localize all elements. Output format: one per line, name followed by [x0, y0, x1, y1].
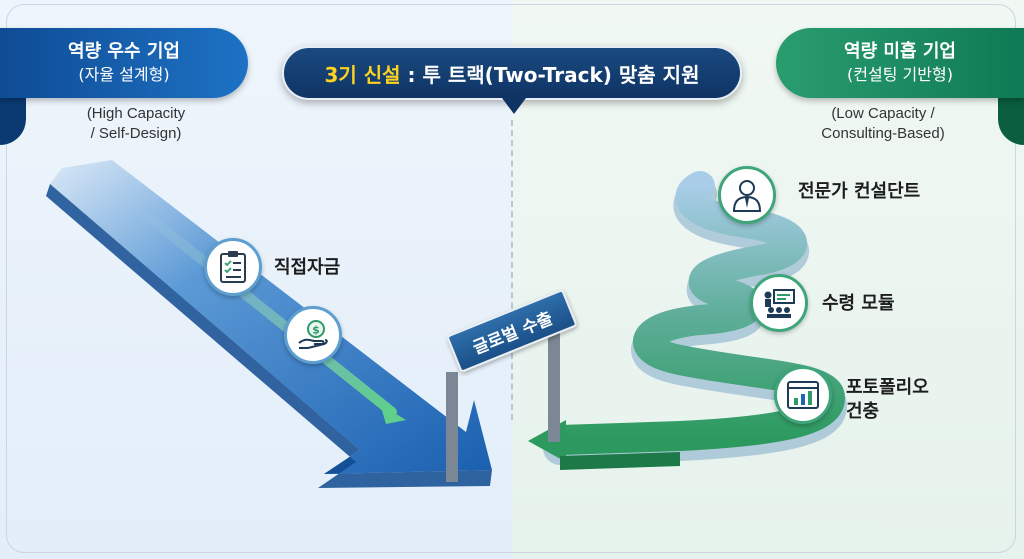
- money-hand-icon: $: [284, 306, 342, 364]
- portfolio-build-label: 포토폴리오 건충: [846, 376, 929, 424]
- low-capacity-tab: 역량 미흡 기업 (컨설팅 기반형): [776, 28, 1024, 98]
- portfolio-build-line1: 포토폴리오: [846, 377, 929, 398]
- direct-fund-label: 직접자금: [274, 257, 341, 278]
- portfolio-build-line2: 건충: [846, 401, 880, 422]
- banner-pointer: [502, 98, 526, 114]
- center-divider: [511, 120, 513, 420]
- left-english-line2: / Self-Design): [90, 125, 182, 142]
- right-english-caption: (Low Capacity / Consulting-Based): [808, 104, 958, 144]
- right-english-line1: (Low Capacity /: [831, 105, 935, 122]
- checklist-clipboard-icon: [204, 238, 262, 296]
- training-module-label: 수령 모듈: [822, 293, 895, 314]
- left-english-line1: (High Capacity: [86, 105, 186, 122]
- sign-posts: [446, 330, 560, 482]
- presentation-group-icon: [750, 274, 808, 332]
- right-title: 역량 미흡 기업: [844, 41, 956, 62]
- blue-direct-arrow: [46, 160, 492, 488]
- expert-consultant-label: 전문가 컨설단트: [798, 181, 921, 202]
- banner-text: : 투 트랙(Two-Track) 맞춤 지원: [400, 62, 700, 87]
- banner-highlight: 3기 신설: [324, 62, 401, 87]
- left-subtitle: (자율 설계형): [78, 65, 170, 84]
- bar-chart-icon: [774, 366, 832, 424]
- high-capacity-tab: 역량 우수 기업 (자율 설계형): [0, 28, 248, 98]
- consultant-person-icon: [718, 166, 776, 224]
- right-subtitle: (컨설팅 기반형): [847, 65, 953, 84]
- left-title: 역량 우수 기업: [68, 41, 180, 62]
- right-english-line2: Consulting-Based): [821, 125, 945, 142]
- left-english-caption: (High Capacity / Self-Design): [66, 104, 206, 144]
- two-track-banner: 3기 신설 : 투 트랙(Two-Track) 맞춤 지원: [282, 46, 742, 100]
- svg-text:$: $: [312, 324, 320, 337]
